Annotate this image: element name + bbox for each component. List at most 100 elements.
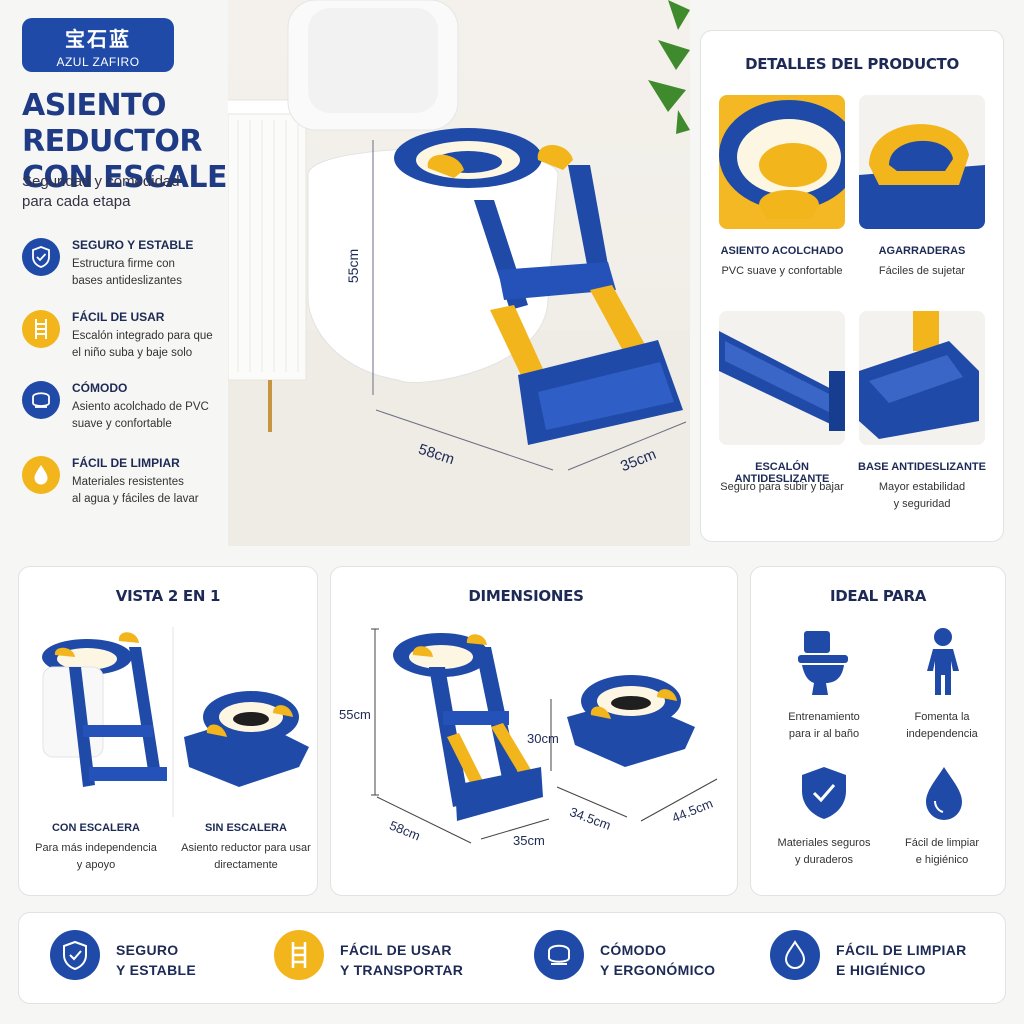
feature-desc: Asiento acolchado de PVC suave y conforta…: [72, 399, 232, 433]
feature-desc: Materiales resistentes al agua y fáciles …: [72, 474, 232, 508]
detail-title: BASE ANTIDESLIZANTE: [858, 461, 986, 473]
feature-facil-usar: FÁCIL DE USAR Escalón integrado para que…: [22, 310, 222, 370]
product-photo: 55cm 58cm 35cm: [228, 0, 690, 546]
handles-detail-image: [859, 95, 985, 229]
seat-detail-image: [719, 95, 845, 229]
dimensiones-title: DIMENSIONES: [468, 587, 584, 605]
water-drop-icon: [926, 767, 962, 820]
ideal-item-line1: Entrenamiento: [788, 711, 860, 723]
feature-desc-line1: Asiento acolchado de PVC: [72, 401, 209, 413]
ideal-item-line2: y duraderos: [794, 854, 854, 866]
feature-limpiar: FÁCIL DE LIMPIAR Materiales resistentes a…: [22, 456, 222, 516]
detail-title: AGARRADERAS: [878, 245, 966, 257]
hero-subtitle-line1: Seguridad y comodidad: [22, 173, 180, 190]
ideal-item-desc: Entrenamiento para ir al baño: [761, 709, 887, 743]
water-drop-icon: [22, 456, 60, 494]
feature-desc-line1: Escalón integrado para que: [72, 330, 213, 342]
feature-seguro: SEGURO Y ESTABLE Estructura firme con bas…: [22, 238, 222, 298]
detail-desc: Mayor estabilidad y seguridad: [852, 479, 992, 513]
seat-icon: [22, 381, 60, 419]
detail-desc-line1: Mayor estabilidad: [878, 481, 966, 493]
thumb-handles: [859, 95, 985, 229]
dimensiones-panel: DIMENSIONES 55cm 30cm 58cm 35cm 34.5cm 4…: [330, 566, 738, 896]
hero-subtitle: Seguridad y comodidad para cada etapa: [22, 172, 232, 212]
ideal-title: IDEAL PARA: [829, 587, 927, 605]
feature-desc-line2: suave y confortable: [72, 418, 172, 430]
feature-desc-line1: Estructura firme con: [72, 258, 175, 270]
detail-title: ESCALÓN ANTIDESLIZANTE: [734, 461, 830, 485]
vista-left-title: CON ESCALERA: [51, 822, 140, 834]
feature-desc-line2: el niño suba y baje solo: [72, 347, 193, 359]
feature-desc-line1: Materiales resistentes: [72, 476, 184, 488]
bottom-feature-label: FÁCIL DE USAR Y TRANSPORTAR: [340, 940, 463, 980]
ideal-item-line1: Fomenta la: [914, 711, 970, 723]
vista-right-desc: Asiento reductor para usar directamente: [173, 840, 319, 874]
thumb-base: [859, 311, 985, 445]
ideal-item-line2: independencia: [906, 728, 978, 740]
detail-desc: Fáciles de sujetar: [878, 265, 966, 277]
details-title: DETALLES DEL PRODUCTO: [745, 55, 959, 73]
shield-check-icon: [22, 238, 60, 276]
dim-step-height: 30cm: [527, 731, 559, 746]
vista-left-desc-line2: y apoyo: [76, 859, 116, 871]
feature-title: SEGURO Y ESTABLE: [72, 238, 194, 252]
feature-title: FÁCIL DE USAR: [72, 310, 165, 324]
dim-total-height: 55cm: [339, 707, 371, 722]
bottom-feature-line2: Y ERGONÓMICO: [600, 962, 716, 978]
bottom-feature-label: SEGURO Y ESTABLE: [116, 940, 196, 980]
bottom-feature-line2: Y ESTABLE: [116, 962, 196, 978]
bottom-feature-line1: SEGURO: [116, 942, 179, 958]
feature-desc-line2: al agua y fáciles de lavar: [72, 493, 199, 505]
bottom-feature-line1: FÁCIL DE USAR: [340, 942, 452, 958]
base-detail-image: [859, 311, 985, 445]
badge-chinese-label: 宝石蓝: [65, 29, 131, 51]
vista-2en1-panel: VISTA 2 EN 1 CON ESCALERA Para más indep…: [18, 566, 318, 896]
vista-right-desc-line2: directamente: [214, 859, 278, 871]
detail-desc-line2: y seguridad: [893, 498, 951, 510]
feature-desc: Escalón integrado para que el niño suba y…: [72, 328, 232, 362]
badge-spanish-label: AZUL ZAFIRO: [56, 55, 140, 69]
ideal-item-desc: Materiales seguros y duraderos: [761, 835, 887, 869]
detail-desc: PVC suave y confortable: [721, 265, 843, 277]
color-badge: 宝石蓝 AZUL ZAFIRO: [22, 18, 174, 72]
dimensions-illustration: [371, 628, 718, 844]
bottom-features-bar: [18, 912, 1006, 1004]
step-detail-image: [719, 311, 845, 445]
ideal-item-line2: e higiénico: [915, 854, 969, 866]
shield-check-icon: [50, 930, 100, 980]
thumb-padded-seat: [719, 95, 845, 229]
product-illustration: [228, 0, 690, 546]
vista-right-desc-line1: Asiento reductor para usar: [181, 842, 311, 854]
ideal-item-desc: Fácil de limpiar e higiénico: [879, 835, 1005, 869]
seat-icon: [534, 930, 584, 980]
thumb-step: [719, 311, 845, 445]
feature-desc: Estructura firme con bases antideslizante…: [72, 256, 232, 290]
feature-title: CÓMODO: [72, 381, 128, 395]
ideal-item-line2: para ir al baño: [788, 728, 860, 740]
hero-subtitle-line2: para cada etapa: [22, 193, 131, 210]
bottom-feature-line2: E HIGIÉNICO: [836, 962, 926, 978]
water-drop-icon: [770, 930, 820, 980]
detail-title: ASIENTO ACOLCHADO: [720, 245, 844, 257]
detail-desc: Seguro para subir y bajar: [720, 481, 844, 493]
bottom-feature-line1: FÁCIL DE LIMPIAR: [836, 942, 967, 958]
shield-check-icon: [802, 767, 846, 819]
bottom-feature-line2: Y TRANSPORTAR: [340, 962, 464, 978]
product-details-panel: DETALLES DEL PRODUCTO ASIENTO ACOLCHADO …: [700, 30, 1004, 542]
vista-left-desc: Para más independencia y apoyo: [23, 840, 169, 874]
ideal-item-line1: Materiales seguros: [777, 837, 871, 849]
ideal-item-line1: Fácil de limpiar: [905, 837, 979, 849]
feature-desc-line2: bases antideslizantes: [72, 275, 182, 287]
ladder-icon: [22, 310, 60, 348]
vista-left-desc-line1: Para más independencia: [35, 842, 157, 854]
ideal-item-desc: Fomenta la independencia: [879, 709, 1005, 743]
dim-ladder-depth: 35cm: [513, 833, 545, 848]
photo-height-label: 55cm: [345, 248, 362, 284]
feature-title: FÁCIL DE LIMPIAR: [72, 456, 180, 470]
feature-comodo: CÓMODO Asiento acolchado de PVC suave y c…: [22, 381, 222, 441]
hero-title-line1: ASIENTO REDUCTOR: [22, 88, 202, 159]
vista-right-title: SIN ESCALERA: [205, 822, 287, 834]
child-icon: [927, 628, 959, 695]
